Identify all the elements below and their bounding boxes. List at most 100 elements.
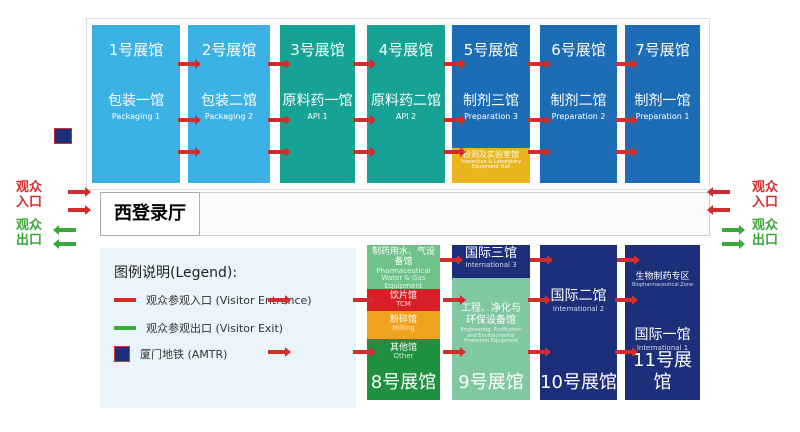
international-3-en: International 3 [465,260,517,269]
zone-other: 其他馆 [389,343,417,353]
hall-name: 包装一馆 [108,93,164,109]
arrow-icon [530,255,553,265]
hall-11[interactable]: 生物制药专区 Biopharmaceutical Zone 国际一馆 Inter… [625,245,700,400]
exit-arrow-icon [722,225,745,235]
arrow-icon [528,295,551,305]
arrow-icon [178,115,201,125]
arrow-icon [528,115,551,125]
arrow-icon [615,59,638,69]
arrow-icon [443,347,466,357]
legend-exit: 观众参观出口 (Visitor Exit) [146,322,284,335]
arrow-icon [178,147,201,157]
hall-10[interactable]: 国际二馆 International 2 10号展馆 [540,245,617,400]
hall-name-en: API 1 [307,112,328,121]
hall-3[interactable]: 3号展馆原料药一馆 API 1 [280,25,355,183]
arrow-icon [178,59,201,69]
lab-zone-zh: 检测及实验室馆 [463,150,519,159]
hall-name-en: API 2 [395,112,417,121]
hall-name-en: Packaging 1 [111,112,161,121]
international-1: 国际一馆 [634,327,691,343]
arrow-icon [617,255,640,265]
arrow-icon [528,59,551,69]
top-frame [86,18,710,190]
arrow-icon [528,347,551,357]
hall-number: 1号展馆 [108,41,164,59]
hall-9-number: 9号展馆 [458,372,524,393]
hall-2[interactable]: 2号展馆包装二馆 Packaging 2 [188,25,270,183]
arrow-icon [443,115,466,125]
legend-entrance-row: 观众参观入口 (Visitor Entrance) [114,292,312,308]
exit-arrow-icon [58,242,76,246]
hall-1[interactable]: 1号展馆包装一馆 Packaging 1 [92,25,180,183]
legend-box: 图例说明(Legend): 观众参观入口 (Visitor Entrance) … [100,248,356,408]
hall-number: 5号展馆 [463,41,519,59]
arrow-icon [268,115,291,125]
hall-name: 原料药一馆 [282,93,353,109]
arrow-icon [615,115,638,125]
engineering-zone-en: Engineering, Purification and Environmen… [460,327,522,344]
arrow-icon [353,147,376,157]
zone-tcm-en: TCM [396,300,411,309]
corridor [100,192,710,236]
exit-arrow-icon [114,326,136,330]
hall-name: 原料药二馆 [371,93,441,109]
exit-left-label: 观众出口 [16,218,43,248]
international-3: 国际三馆 [464,246,517,261]
hall-name-en: Preparation 3 [464,112,518,121]
zone-water-gas-en: Pharmaceutical Water & Gas Equipment [376,266,431,289]
hall-number: 7号展馆 [635,41,690,59]
hall-number: 3号展馆 [290,41,345,59]
arrow-icon [268,59,291,69]
arrow-icon [615,347,638,357]
west-hall[interactable]: 西登录厅 [100,192,200,236]
international-1-en: International 1 [636,344,689,352]
exit-arrow-icon [58,228,76,232]
lab-zone-en: Inspection & Laboratory Equipment Hall [460,158,522,171]
metro-icon [54,128,72,144]
arrow-icon [443,147,466,157]
arrow-icon [615,147,638,157]
zone-other-en: Other [393,352,414,361]
exit-arrow-icon [722,239,745,249]
arrow-icon [712,190,730,194]
arrow-icon [353,347,376,357]
zone-tcm: 饮片馆 [389,291,417,301]
arrow-icon [268,347,291,357]
biopharma-zone: 生物制药专区 [635,272,690,282]
legend-title: 图例说明(Legend): [114,265,238,281]
arrow-icon [443,59,466,69]
international-2: 国际二馆 [550,288,607,304]
entrance-right-label: 观众入口 [752,180,779,210]
hall-name: 包装二馆 [201,93,257,109]
hall-name: 制剂二馆 [550,93,607,109]
international-2-en: International 2 [552,305,605,313]
arrow-icon [443,295,466,305]
engineering-zone: 工程、净化与环保设备馆 [461,303,521,326]
hall-name-en: Packaging 2 [204,112,254,121]
arrow-icon [268,147,291,157]
arrow-icon [528,147,551,157]
arrow-icon [712,208,730,212]
hall-8-number: 8号展馆 [370,372,437,393]
zone-milling: 粉碎馆 [389,315,417,325]
metro-icon [114,346,130,362]
hall-11-number: 11号展馆 [633,350,692,393]
zone-water-gas: 制药用水、气设备馆 [371,247,435,268]
entrance-left-label: 观众入口 [16,180,43,210]
biopharma-zone-en: Biopharmaceutical Zone [631,282,694,288]
arrow-icon [353,295,376,305]
arrow-icon [440,255,463,265]
hall-number: 2号展馆 [201,41,257,59]
